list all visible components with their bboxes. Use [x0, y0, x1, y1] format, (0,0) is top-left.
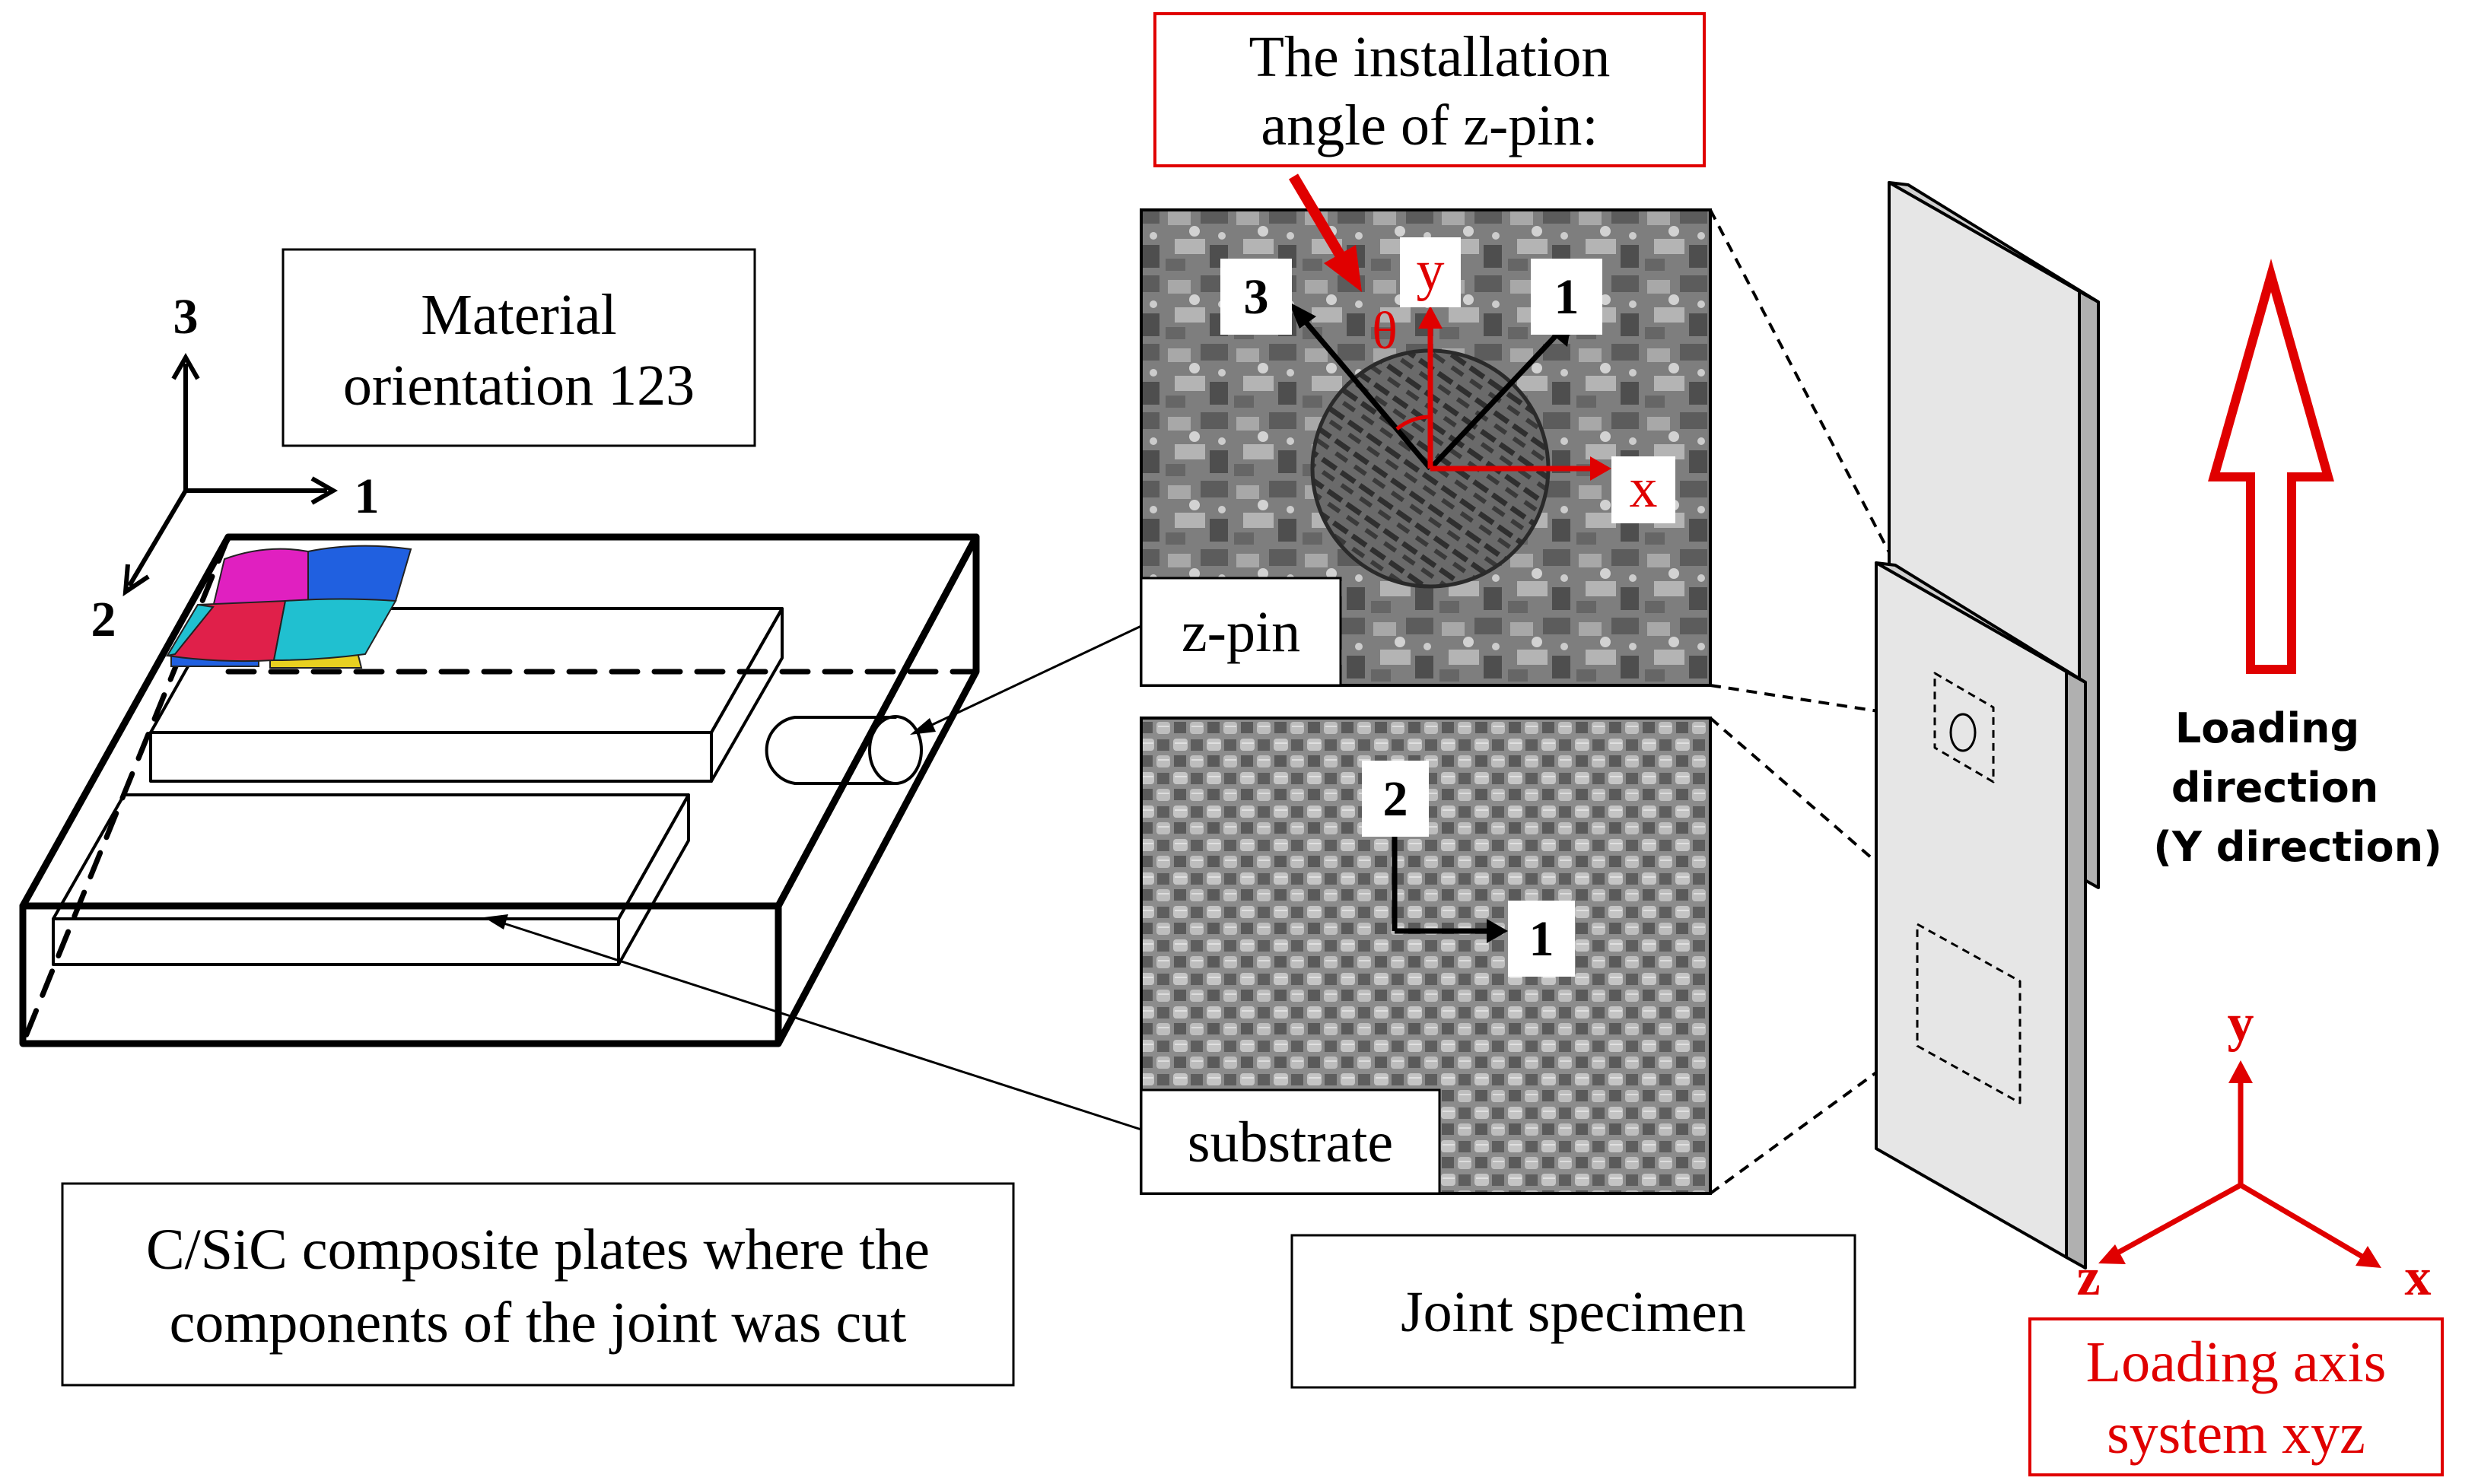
zpin-axis-x: x	[1630, 457, 1658, 520]
material-axis-3: 3	[173, 289, 199, 345]
substrate-axis-1: 1	[1529, 911, 1554, 967]
plates-caption-box	[61, 1182, 1015, 1387]
loading-axis-system-box	[2028, 1317, 2444, 1476]
loading-axes	[2112, 1079, 2368, 1262]
specimen-pin-hole	[1949, 713, 1977, 752]
ply-magenta	[212, 548, 309, 609]
ply-blue	[307, 545, 412, 604]
loading-direction-line2: direction	[2171, 764, 2378, 812]
material-axis-1: 1	[355, 469, 380, 524]
substrate-axis-2: 2	[1383, 771, 1408, 827]
material-orientation-line2: orientation 123	[343, 354, 695, 418]
ply-cyan	[272, 598, 397, 662]
substrate-axes	[1392, 837, 1508, 943]
zpin-axis-y-tag	[1400, 237, 1461, 307]
material-axes	[122, 352, 339, 596]
lower-plate-face	[1875, 561, 2068, 1259]
loading-axis-system-line2: system xyz	[2107, 1402, 2365, 1466]
zpin-label-box	[1140, 577, 1342, 687]
installation-angle-line1: The installation	[1249, 25, 1611, 89]
leader-lines	[494, 624, 1142, 1131]
loading-axis-y-head	[2228, 1060, 2253, 1083]
substrate-axis-2-tag	[1362, 761, 1429, 837]
specimen-zpin-region	[1933, 672, 1995, 783]
loading-direction-arrow	[2208, 258, 2334, 674]
loading-direction-line1: Loading	[2175, 704, 2359, 752]
loading-axis-system-line1: Loading axis	[2086, 1330, 2387, 1394]
loading-direction-line3: (Y direction)	[2153, 823, 2442, 871]
joint-specimen-drawing	[1875, 181, 2100, 1270]
material-orientation-line1: Material	[421, 283, 616, 347]
loading-axis-z: z	[2076, 1248, 2100, 1307]
plate-right-face	[775, 533, 980, 1047]
woven-fabric-plies	[165, 545, 412, 669]
lower-plate-side	[2065, 670, 2087, 1270]
material-axis-2: 2	[91, 592, 116, 647]
zpin-axis-y: y	[1417, 240, 1445, 302]
plates-caption-line2: components of the joint was cut	[170, 1291, 907, 1355]
cylinder-cut	[765, 715, 923, 785]
loading-axis-x: x	[2405, 1248, 2432, 1307]
zpin-label: z-pin	[1182, 600, 1300, 664]
installation-angle-line2: angle of z-pin:	[1261, 94, 1598, 157]
ply-cyan-left	[165, 603, 215, 657]
composite-plate-drawing	[19, 533, 980, 1047]
joint-specimen-label: Joint specimen	[1401, 1280, 1746, 1344]
installation-angle-box	[1153, 12, 1706, 167]
leader-arrowhead-cylinder	[910, 718, 936, 735]
substrate-label-box	[1140, 1088, 1441, 1195]
specimen-substrate-region	[1916, 923, 2022, 1104]
zpin-angle-theta: θ	[1372, 302, 1398, 361]
leader-arrowhead-strip	[484, 914, 508, 929]
plate-top-face	[19, 533, 980, 910]
plates-caption-line1: C/SiC composite plates where the	[146, 1218, 930, 1282]
installation-angle-pointer-head	[1324, 245, 1362, 292]
zpin-axis-1-tag	[1531, 259, 1602, 335]
zpin-axis-1: 1	[1554, 269, 1579, 325]
loading-axis-z-head	[2098, 1244, 2126, 1264]
zpin-axes	[1289, 302, 1611, 481]
plate-hidden-edge	[20, 534, 979, 1047]
loading-axis-y: y	[2228, 994, 2254, 1053]
zpin-axis-x-tag	[1611, 456, 1675, 523]
substrate-axis-1-tag	[1508, 901, 1575, 977]
zpin-axis-3-tag	[1220, 259, 1292, 335]
material-orientation-box	[282, 248, 756, 447]
loading-axis-x-head	[2356, 1246, 2381, 1268]
zpin-axis-3: 3	[1244, 269, 1269, 325]
lower-strip	[52, 793, 690, 966]
substrate-label: substrate	[1188, 1111, 1393, 1174]
installation-angle-pointer	[1288, 173, 1347, 262]
joint-specimen-box	[1290, 1234, 1856, 1389]
